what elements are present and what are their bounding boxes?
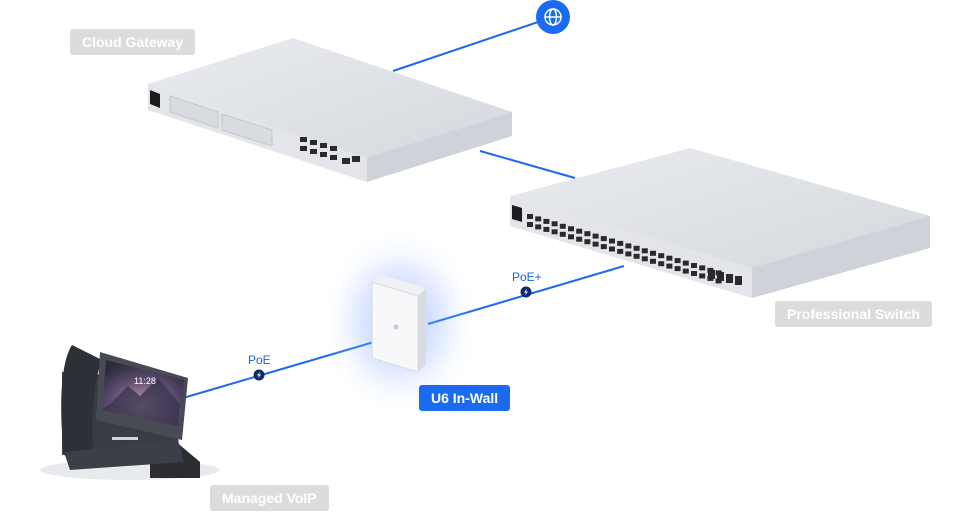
switch-port [699, 273, 706, 279]
switch-port [535, 216, 542, 222]
switch-port [535, 224, 542, 230]
switch-port [666, 255, 673, 261]
switch-port [641, 256, 648, 262]
cloud-gateway-label: Cloud Gateway [70, 29, 196, 55]
switch-port [559, 231, 566, 237]
voip-phone-device[interactable]: 11:28 [40, 345, 220, 480]
switch-port [527, 222, 533, 227]
switch-port [641, 248, 648, 254]
switch-port [617, 248, 624, 254]
switch-port [674, 258, 681, 264]
switch-port [625, 251, 632, 257]
professional-switch-device[interactable] [510, 148, 930, 298]
u6-in-wall-label: U6 In-Wall [419, 385, 511, 411]
switch-port [568, 226, 574, 232]
switch-port [584, 231, 591, 237]
switch-port [609, 238, 615, 244]
switch-port [666, 263, 673, 269]
switch-sfp-port [717, 272, 724, 281]
switch-sfp-port [735, 276, 742, 285]
switch-port [527, 214, 533, 219]
ap-led [393, 324, 399, 330]
switch-port [650, 258, 656, 264]
switch-port [576, 236, 583, 242]
switch-port [699, 265, 706, 271]
switch-port [600, 236, 607, 242]
switch-port [633, 245, 640, 251]
phone-keypad-led [112, 437, 138, 440]
switch-port [691, 271, 697, 276]
link-gateway-switch [479, 150, 576, 179]
cloud-gateway-device[interactable] [148, 38, 512, 182]
managed-voip-label: Managed VoIP [210, 485, 329, 511]
switch-port [682, 268, 689, 274]
switch-port [658, 253, 665, 259]
lightning-icon [520, 286, 532, 298]
switch-port [576, 228, 583, 234]
switch-port [551, 229, 558, 235]
switch-port [559, 223, 566, 229]
professional-switch-label: Professional Switch [775, 301, 933, 327]
switch-port [625, 243, 632, 249]
lightning-icon [253, 369, 265, 381]
globe-icon[interactable] [536, 0, 570, 34]
switch-port [691, 263, 697, 268]
switch-port [592, 241, 599, 247]
phone-screen-time: 11:28 [134, 376, 156, 386]
switch-port [584, 239, 591, 245]
poe-plus-link-label: PoE+ [512, 270, 542, 284]
switch-port [600, 244, 607, 250]
switch-port-array [527, 214, 742, 285]
switch-port [592, 233, 599, 239]
switch-port [609, 246, 615, 252]
u6-in-wall-device[interactable] [371, 274, 426, 373]
switch-port [682, 260, 689, 266]
switch-port [617, 240, 624, 246]
switch-port [650, 250, 656, 256]
switch-port [658, 261, 665, 267]
poe-link-label: PoE [248, 353, 271, 367]
link-gateway-internet [392, 16, 554, 72]
switch-port [674, 266, 681, 272]
switch-port [633, 253, 640, 259]
switch-port [543, 218, 550, 224]
switch-port [568, 234, 574, 240]
switch-sfp-port [726, 274, 733, 283]
switch-port [551, 221, 558, 227]
switch-sfp-port [708, 270, 715, 279]
switch-port [543, 226, 550, 232]
